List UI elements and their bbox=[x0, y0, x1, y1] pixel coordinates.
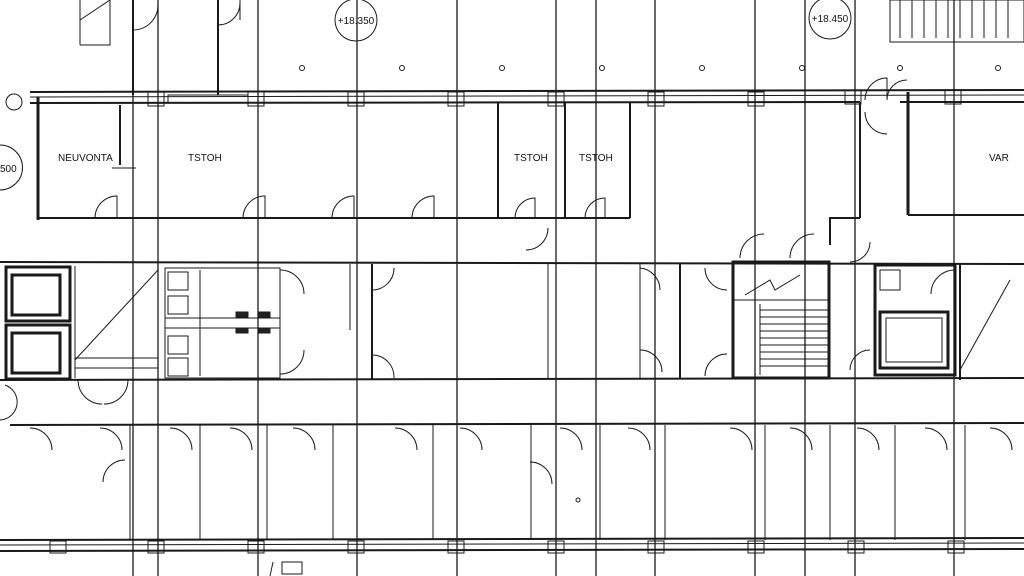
edge-marker-label: 500 bbox=[0, 164, 17, 175]
grid-lines bbox=[132, 0, 955, 576]
edge-marker: 500 bbox=[0, 93, 23, 191]
level-label: +18.350 bbox=[338, 16, 375, 27]
lower-offices bbox=[9, 422, 1024, 540]
room-label-var: VAR bbox=[989, 153, 1009, 164]
lower-doors bbox=[0, 384, 1013, 485]
room-label-tstoh: TSTOH bbox=[188, 153, 222, 164]
level-marker-1: +18.350 bbox=[334, 0, 378, 42]
upper-rooms bbox=[36, 77, 1024, 245]
level-label: +18.450 bbox=[812, 14, 849, 25]
room-labels: NEUVONTA TSTOH TSTOH TSTOH VAR bbox=[58, 153, 1009, 164]
middle-core bbox=[0, 227, 1024, 405]
lower-wall-band bbox=[0, 537, 1024, 576]
upper-wall-band bbox=[29, 89, 1024, 107]
room-label-tstoh: TSTOH bbox=[579, 153, 613, 164]
level-marker-2: +18.450 bbox=[808, 0, 852, 40]
upper-area bbox=[79, 0, 1024, 95]
room-label-tstoh: TSTOH bbox=[514, 153, 548, 164]
room-label-neuvonta: NEUVONTA bbox=[58, 153, 113, 164]
